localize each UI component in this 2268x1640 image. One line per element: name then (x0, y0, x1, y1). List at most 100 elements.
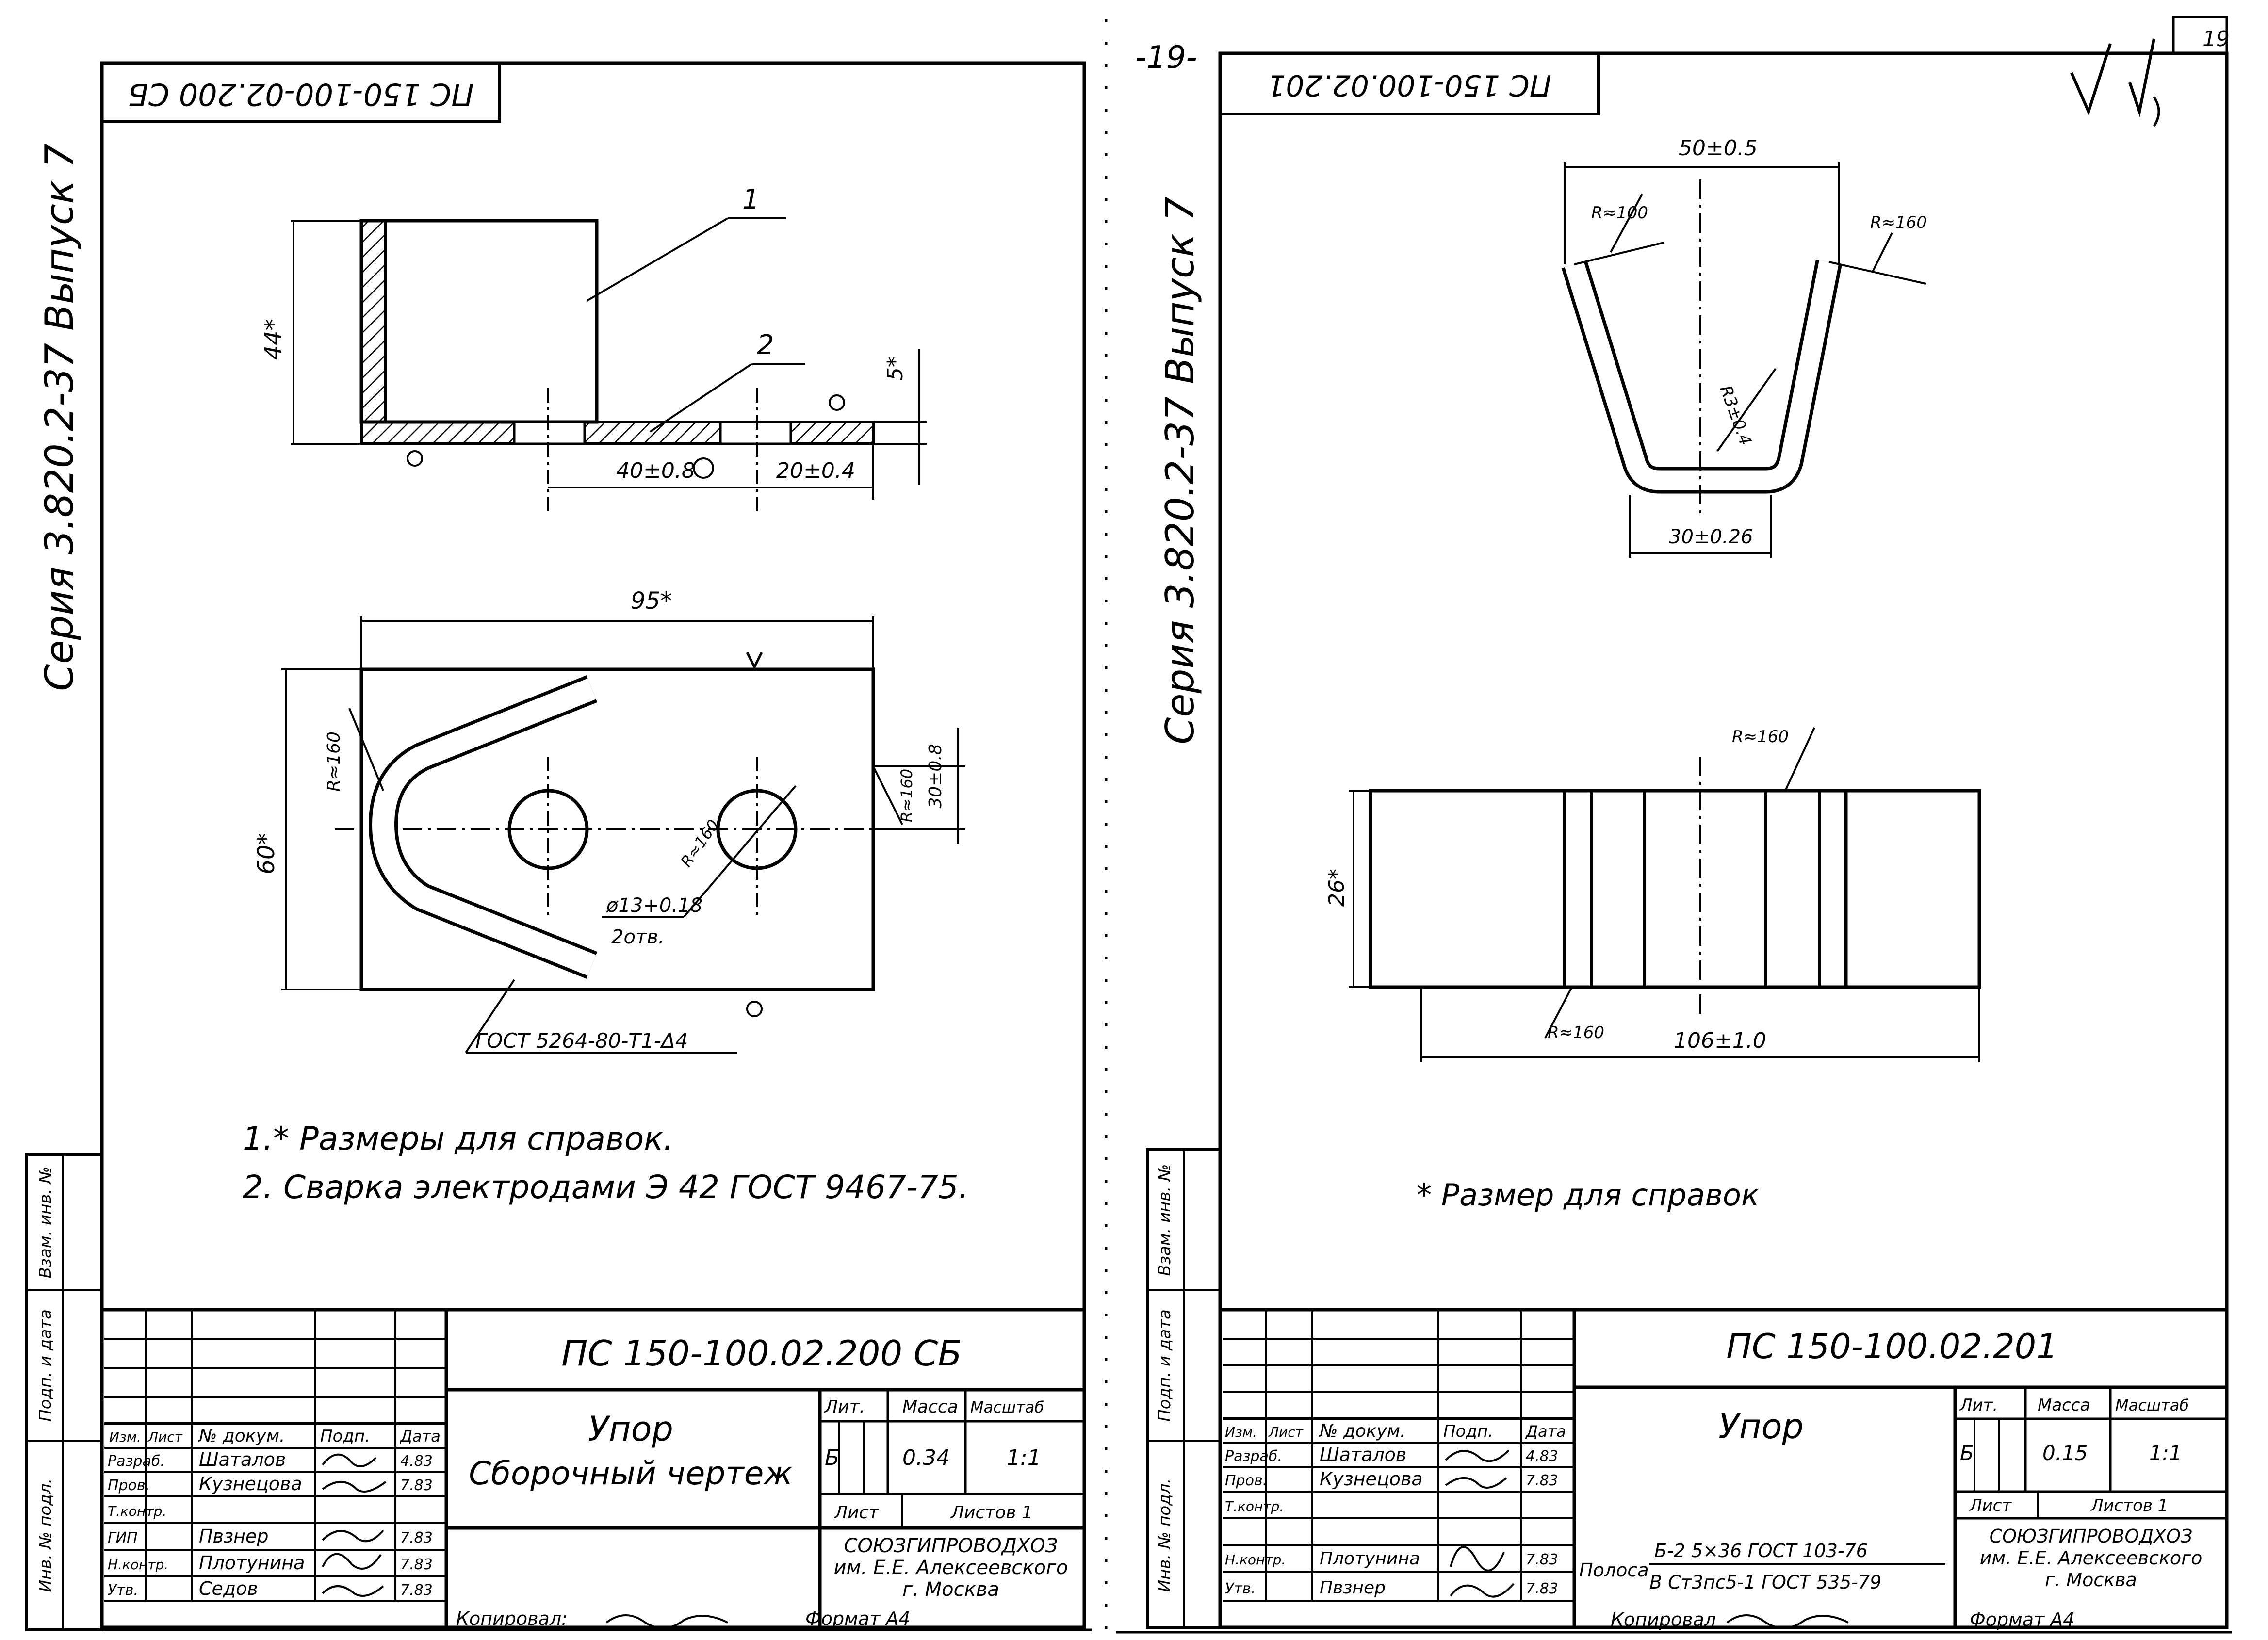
left-name-row-2: Кузнецова (199, 1473, 302, 1494)
radius-hole: R≈160 (677, 816, 722, 871)
arrow-icon (746, 651, 763, 670)
left-side-stamp-2: Подп. и дата (36, 1309, 55, 1422)
right-mass-value: 0.15 (2042, 1441, 2088, 1465)
right-series-label: Серия 3.820.2-37 Выпуск 7 (1158, 196, 1203, 744)
right-format: Формат А4 (1970, 1609, 2074, 1630)
left-copied: Копировал: (456, 1608, 568, 1629)
right-mass-label: Масса (2038, 1396, 2090, 1415)
signature-icon (1445, 1477, 1507, 1489)
page-number: -19- (1135, 40, 1197, 76)
right-org-2: им. Е.Е. Алексеевского (1980, 1547, 2203, 1569)
right-col-date: Дата (1525, 1422, 1566, 1441)
radius-left: R≈160 (324, 731, 344, 792)
left-format: Формат А4 (805, 1608, 910, 1629)
right-side-stamp-2: Подп. и дата (1155, 1309, 1175, 1422)
leader-1-label: 1 (742, 184, 760, 215)
dim-40: 40±0.8 (616, 458, 695, 483)
right-top-stamp (1219, 52, 1600, 115)
signature-icon (322, 1453, 377, 1467)
left-mass-value: 0.34 (902, 1445, 950, 1470)
right-side-stamp: Взам. инв. № Подп. и дата Инв. № подл. (1146, 1148, 1222, 1629)
material-prefix: Полоса (1579, 1559, 1649, 1581)
left-note-2: 2. Сварка электродами Э 42 ГОСТ 9467-75. (243, 1169, 969, 1206)
right-side-stamp-1: Взам. инв. № (1155, 1164, 1175, 1276)
left-org-2: им. Е.Е. Алексеевского (834, 1557, 1068, 1579)
right-role-1: Разраб. (1225, 1448, 1282, 1465)
right-date-1: 4.83 (1526, 1448, 1558, 1465)
width-95-dim: 95* (631, 587, 672, 615)
hole-diameter: ø13+0.18 (606, 894, 702, 917)
right-scale-value: 1:1 (2149, 1441, 2182, 1465)
signature-icon (1450, 1583, 1515, 1598)
right-lit-value: Б (1960, 1441, 1974, 1465)
dim-30-right: 30±0.26 (1669, 526, 1753, 548)
right-name-row-1: Шаталов (1320, 1444, 1406, 1465)
left-role-2: Пров. (108, 1477, 150, 1494)
signature-icon (1726, 1614, 1849, 1629)
weld-mark-icon (407, 450, 423, 467)
left-col-doc: № докум. (198, 1426, 285, 1446)
corner-number: 19 (2203, 27, 2230, 51)
left-scale-value: 1:1 (1007, 1445, 1041, 1470)
right-col-sign: Подп. (1443, 1422, 1493, 1441)
left-name-row-1: Шаталов (199, 1449, 286, 1470)
left-role-4: ГИП (108, 1529, 138, 1546)
left-note-1: 1.* Размеры для справок. (243, 1120, 673, 1157)
right-date-2: 7.83 (1526, 1472, 1558, 1489)
left-name-1: Упор (588, 1409, 673, 1449)
left-role-1: Разраб. (108, 1453, 165, 1470)
dim-20: 20±0.4 (776, 458, 855, 483)
right-role-3: Т.контр. (1225, 1498, 1284, 1514)
material-bottom: В Ст3пс5-1 ГОСТ 535-79 (1649, 1572, 1881, 1593)
left-top-stamp-text: ПС 150-100-02.200 СБ (128, 77, 474, 112)
right-col-doc: № докум. (1319, 1421, 1405, 1441)
left-sheet: ПС 150-100-02.200 СБ Серия 3.820.2-37 Вы… (25, 61, 1092, 1631)
left-title-block: ПС 150-100.02.200 СБ Упор Сборочный черт… (100, 1308, 1086, 1629)
right-org-3: г. Москва (2045, 1569, 2137, 1591)
roughness-bracket-icon (2153, 96, 2160, 127)
left-side-stamp: Взам. инв. № Подп. и дата Инв. № подл. (25, 1153, 103, 1631)
roughness-icon (2128, 38, 2155, 117)
weld-mark-icon (746, 1001, 763, 1017)
right-sheet-label: Лист (1969, 1496, 2012, 1515)
left-plan-view: 95* 60* R≈160 R≈160 30±0.8 R≈160 ø13+0.1… (253, 587, 965, 1054)
signature-icon (322, 1481, 387, 1493)
right-role-5: Н.контр. (1225, 1552, 1286, 1568)
left-top-stamp: ПС 150-100-02.200 СБ (100, 62, 501, 123)
left-org-3: г. Москва (902, 1578, 999, 1601)
left-date-5: 7.83 (400, 1556, 433, 1573)
left-date-2: 7.83 (400, 1477, 433, 1494)
left-sheet-label: Лист (833, 1503, 879, 1523)
right-copied: Копировал (1611, 1609, 1716, 1630)
right-col-izm: Изм. (1225, 1424, 1257, 1440)
holes-count: 2отв. (611, 926, 665, 948)
right-date-6: 7.83 (1526, 1580, 1558, 1597)
r-inner: R3±0.4 (1716, 383, 1755, 448)
right-org-1: СОЮЗГИПРОВОДХОЗ (1990, 1526, 2193, 1547)
right-title-block: ПС 150-100.02.201 Упор Изм. Лист № докум… (1218, 1308, 2229, 1630)
roughness-icon (2070, 43, 2112, 116)
radius-right: R≈160 (897, 769, 916, 822)
left-side-stamp-1: Взам. инв. № (36, 1167, 55, 1279)
dim-50: 50±0.5 (1679, 136, 1758, 161)
weld-mark-icon (829, 394, 845, 411)
height-44-dim: 44* (260, 319, 287, 360)
left-role-3: Т.контр. (108, 1503, 166, 1519)
corner-box (2172, 16, 2228, 55)
right-col-list: Лист (1268, 1424, 1304, 1440)
signature-icon (1450, 1546, 1505, 1572)
left-lit-value: Б (825, 1445, 839, 1470)
left-role-6: Утв. (108, 1582, 138, 1599)
height-60-dim: 60* (253, 833, 280, 874)
left-designation: ПС 150-100.02.200 СБ (561, 1333, 962, 1374)
left-col-list: Лист (147, 1429, 183, 1445)
left-lit-label: Лит. (824, 1397, 865, 1417)
right-role-2: Пров. (1225, 1472, 1267, 1489)
signature-icon (322, 1585, 384, 1597)
r-right: R≈160 (1870, 213, 1927, 232)
left-date-6: 7.83 (400, 1582, 433, 1599)
signature-icon (1445, 1449, 1510, 1462)
right-scale-label: Масштаб (2115, 1396, 2189, 1414)
left-side-stamp-3: Инв. № подл. (36, 1478, 55, 1592)
